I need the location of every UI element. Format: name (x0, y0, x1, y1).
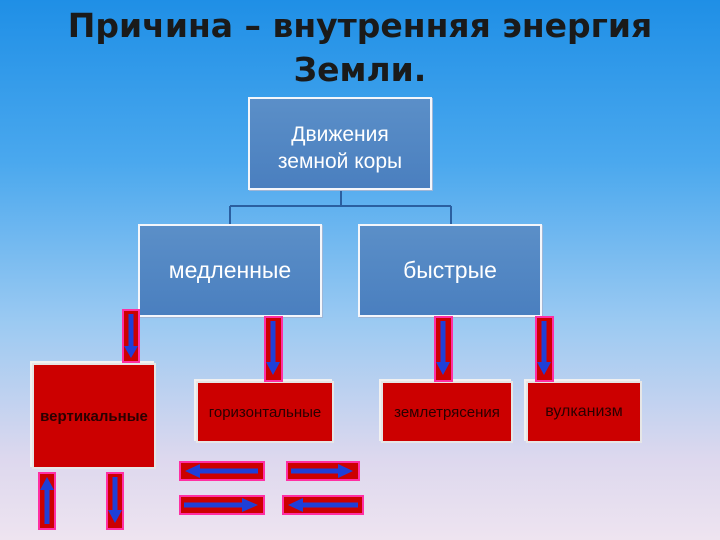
box-earthquakes-label: землетрясения (394, 403, 500, 421)
root-box-line-2: земной коры (277, 149, 403, 173)
arrow-left-icon-top-left (179, 461, 265, 481)
box-horizontal: горизонтальные (196, 381, 334, 443)
box-vertical: вертикальные (32, 363, 156, 469)
slide-title-line-1: Причина – внутренняя энергия (67, 6, 653, 45)
arrow-right-icon-top-right (286, 461, 360, 481)
slide-title: Причина – внутренняя энергия Земли. (60, 4, 660, 92)
root-box-line-1: Движения (291, 122, 389, 146)
arrow-down-icon-fast-to-volcanism (535, 316, 554, 382)
box-volcanism: вулканизм (526, 381, 642, 443)
arrow-down-icon-fast-to-earthquakes (434, 316, 453, 382)
arrow-left-icon-bottom-right (282, 495, 364, 515)
box-fast-label: быстрые (403, 257, 497, 283)
arrow-down-icon-slow-to-vertical (122, 309, 140, 363)
box-volcanism-label: вулканизм (545, 403, 623, 420)
arrow-down-icon-vertical-movement (106, 472, 124, 530)
box-horizontal-label: горизонтальные (208, 403, 322, 421)
box-vertical-label: вертикальные (40, 407, 148, 425)
arrow-right-icon-bottom-left (179, 495, 265, 515)
arrow-down-icon-slow-to-horizontal (264, 316, 283, 382)
box-slow: медленные (138, 224, 322, 317)
arrow-up-icon (38, 472, 56, 530)
box-slow-label: медленные (168, 257, 292, 283)
slide-title-line-2: Земли. (293, 50, 427, 89)
root-box-crust-movements: Движения земной коры (248, 97, 432, 190)
